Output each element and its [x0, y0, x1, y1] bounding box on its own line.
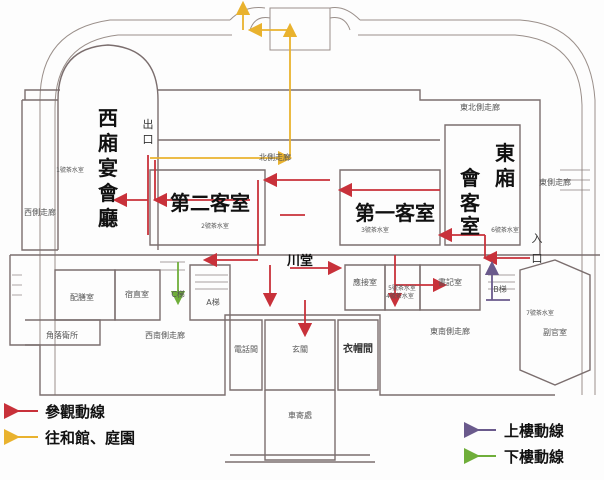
west-hall-label: 西 廂 宴 會 廳 [98, 106, 119, 230]
west-south-corridor-label: 西南側走廊 [145, 330, 185, 340]
east-corridor-label: 東側走廊 [539, 177, 571, 187]
svg-text:宴: 宴 [98, 156, 118, 180]
garden-route [150, 0, 298, 166]
tour-route [112, 155, 530, 338]
legend-tour: 參觀動線 [4, 403, 105, 421]
bedroom-label: 宿直室 [125, 289, 149, 299]
waiting-label: 應接室 [353, 277, 377, 287]
svg-text:客: 客 [459, 191, 481, 215]
legend: 參觀動線 往和館、庭園 上樓動線 下樓動線 [4, 403, 564, 466]
tea4-label: 4號茶水室 [386, 292, 414, 300]
c-stair-label: C梯 [171, 289, 185, 299]
a-stair-label: A梯 [206, 297, 219, 307]
north-corridor-label: 北側走廊 [259, 152, 291, 162]
legend-down: 下樓動線 [464, 448, 564, 466]
svg-text:往和館、庭園: 往和館、庭園 [45, 429, 135, 447]
tea1-label: 1號茶水室 [56, 166, 84, 174]
svg-text:口: 口 [143, 133, 154, 146]
second-room-label: 第二客室 [170, 191, 250, 215]
tea3-label: 3號茶水室 [361, 226, 389, 234]
east-north-corridor-label: 東北側走廊 [460, 102, 500, 112]
svg-text:入: 入 [532, 232, 543, 245]
svg-text:會: 會 [98, 181, 119, 205]
tea7-label: 7號茶水室 [526, 309, 554, 317]
tea2-label: 2號茶水室 [201, 222, 229, 230]
svg-text:西: 西 [98, 106, 118, 130]
coat-room-label: 衣帽間 [343, 342, 373, 355]
entrance-label: 入 口 [532, 232, 543, 265]
b-stair-label: B梯 [493, 284, 507, 294]
legend-garden: 往和館、庭園 [4, 429, 135, 447]
svg-text:下樓動線: 下樓動線 [504, 448, 564, 466]
car-porch-label: 車寄處 [288, 410, 312, 420]
guard-post-label: 角落衛所 [46, 330, 78, 340]
legend-up: 上樓動線 [464, 422, 564, 440]
svg-text:東: 東 [495, 141, 515, 165]
exit-label: 出 口 [143, 117, 154, 146]
up-route [484, 260, 510, 301]
garden-outline [39, 7, 596, 395]
adjutant-label: 副官室 [543, 327, 567, 337]
secretary-label: 書記室 [438, 277, 462, 287]
east-south-corridor-label: 東南側走廊 [430, 326, 470, 336]
svg-text:會: 會 [460, 166, 481, 190]
telephone-label: 電話間 [234, 344, 258, 354]
tea6-label: 6號茶水室 [491, 226, 519, 234]
svg-text:廂: 廂 [98, 131, 118, 155]
river-hall-label: 川堂 [286, 253, 313, 269]
svg-text:廳: 廳 [98, 206, 118, 230]
building-walls [9, 44, 600, 463]
svg-text:參觀動線: 參觀動線 [45, 403, 105, 421]
svg-text:室: 室 [460, 214, 480, 238]
east-hall-label: 東 廂 會 客 室 [459, 141, 515, 238]
first-room-label: 第一客室 [355, 201, 435, 225]
tea5-label: 5號茶水室 [388, 284, 416, 292]
svg-text:口: 口 [532, 252, 543, 265]
svg-text:上樓動線: 上樓動線 [504, 422, 564, 440]
entry-hall-label: 玄關 [292, 344, 308, 354]
reception-label: 配膳室 [70, 292, 94, 302]
svg-text:廂: 廂 [495, 166, 515, 190]
svg-text:出: 出 [143, 117, 154, 131]
west-corridor-label: 西側走廊 [24, 207, 56, 217]
